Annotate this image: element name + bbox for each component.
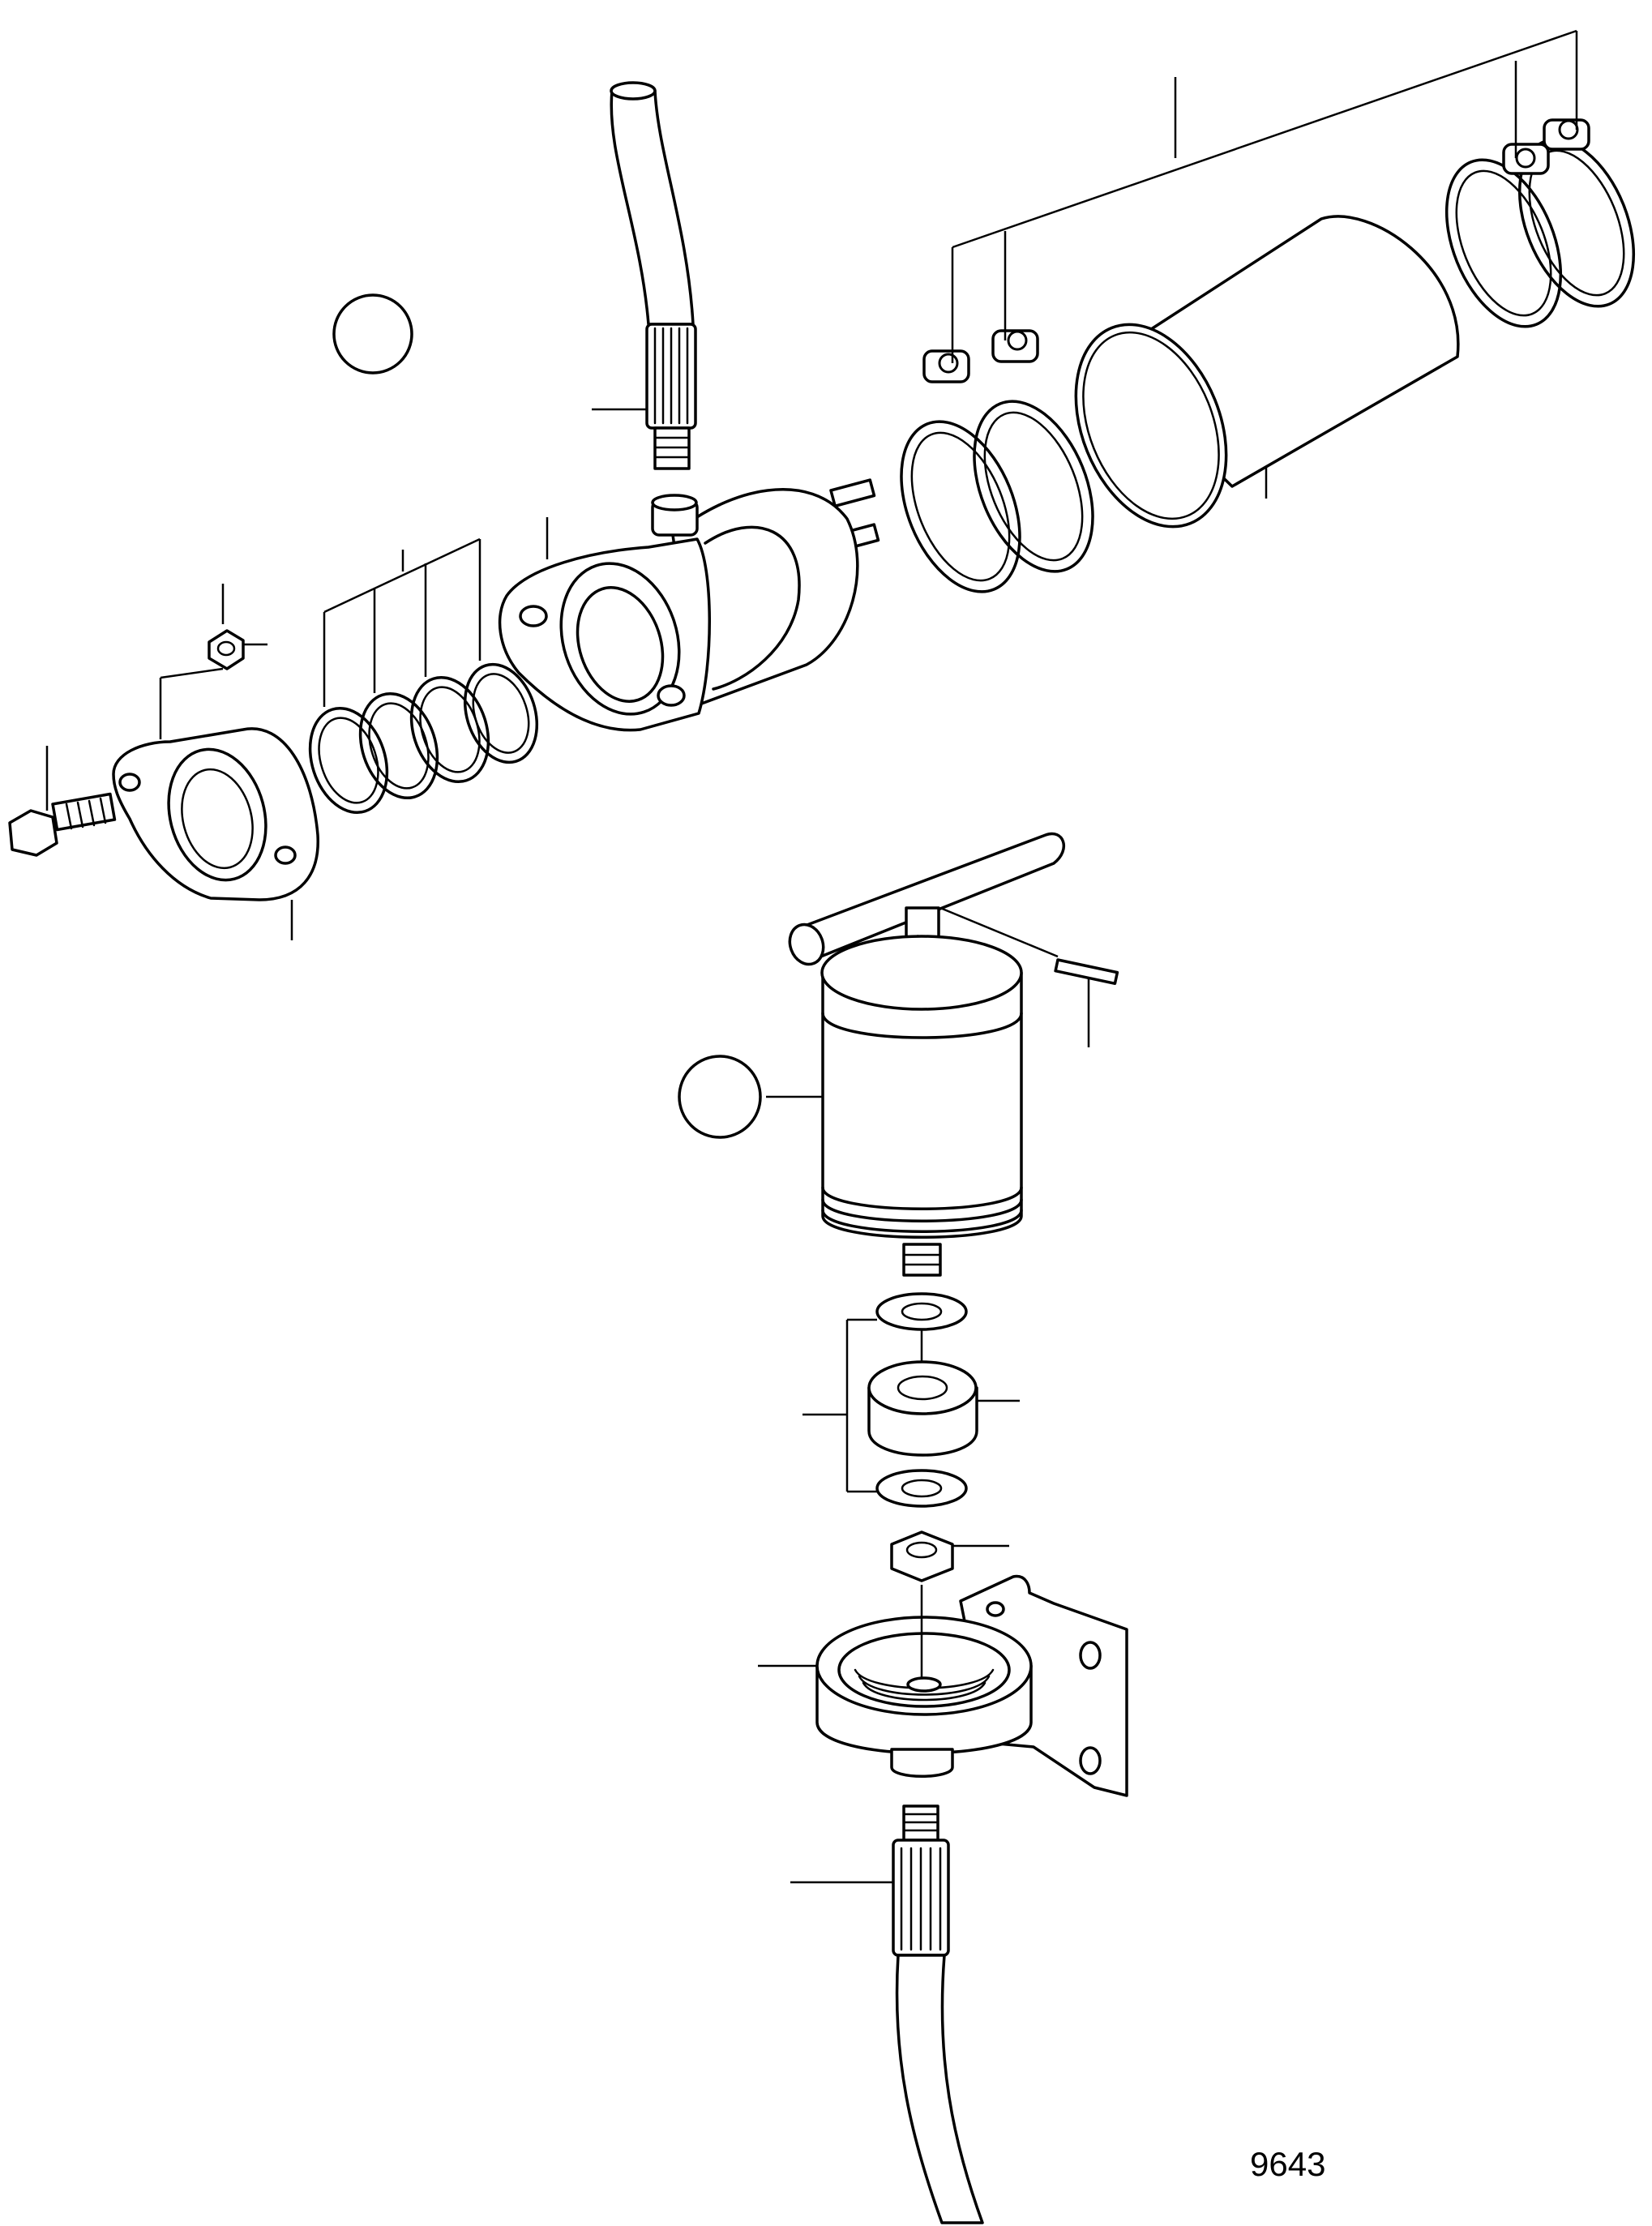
filter-bracket xyxy=(815,1574,1128,1797)
water-separator-housing xyxy=(498,478,880,732)
drawing-number: 9643 xyxy=(1250,2145,1326,2183)
hose-clamp-pair-right xyxy=(1444,118,1636,328)
lock-nut xyxy=(890,1530,954,1582)
upper-hose-assembly xyxy=(610,81,697,470)
callout-circle-filter xyxy=(678,1055,762,1139)
lower-hose-assembly xyxy=(892,1804,984,2224)
connection-sleeve xyxy=(1074,215,1460,529)
sealing-rings xyxy=(308,662,539,815)
fuel-filter xyxy=(788,832,1065,1277)
nut xyxy=(208,629,245,670)
callout-circle-upper xyxy=(332,293,413,375)
flange-bolt xyxy=(8,792,117,857)
handle-pin xyxy=(1054,958,1119,986)
flange xyxy=(112,727,319,901)
rubber-mount-kit xyxy=(867,1292,978,1508)
